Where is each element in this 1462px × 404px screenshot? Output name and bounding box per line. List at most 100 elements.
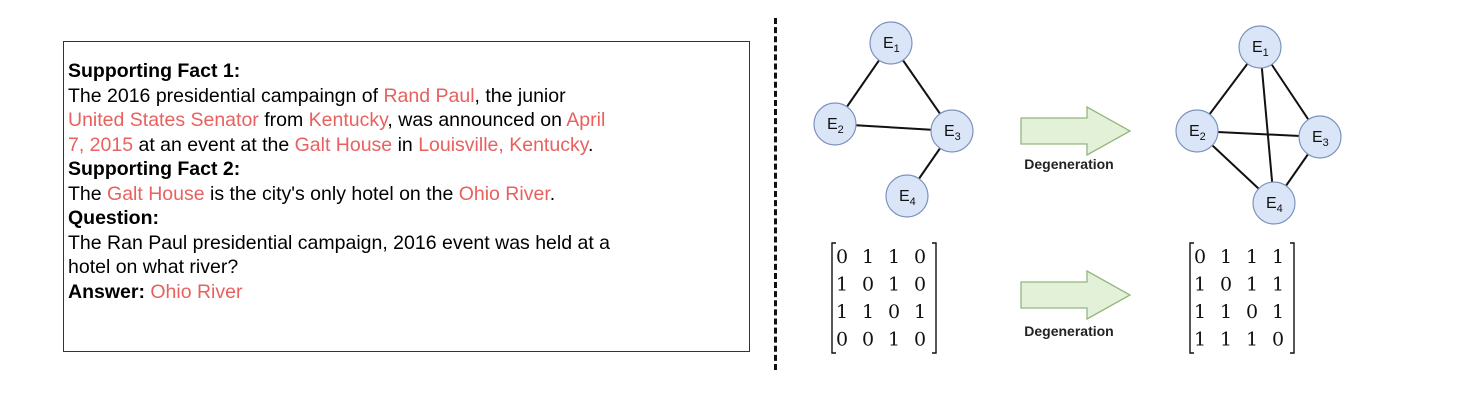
matrix-left-cell: 0 <box>862 329 874 351</box>
matrix-bracket-left <box>1189 242 1194 354</box>
matrix-left-cell: 0 <box>914 274 926 296</box>
highlighted-entity: United States Senator <box>68 109 259 131</box>
supporting-facts-text: Supporting Fact 1:The 2016 presidential … <box>68 59 748 304</box>
matrix-right-cell: 1 <box>1194 329 1206 351</box>
fact-line: Supporting Fact 2: <box>68 157 748 182</box>
graph-right-node-E3: E3 <box>1298 115 1342 159</box>
matrix-right-cell: 1 <box>1272 274 1284 296</box>
graph-left-node-E4: E4 <box>885 174 929 218</box>
matrix-right-cell: 0 <box>1220 274 1232 296</box>
supporting-facts-box: Supporting Fact 1:The 2016 presidential … <box>63 41 750 352</box>
highlighted-entity: Kentucky <box>308 109 388 131</box>
fact-line: United States Senator from Kentucky, was… <box>68 108 748 133</box>
matrix-left-cell: 0 <box>862 274 874 296</box>
matrix-right-cell: 1 <box>1220 329 1232 351</box>
degeneration-arrow-top: Degeneration <box>1020 105 1132 172</box>
matrix-left-cell: 1 <box>862 246 874 268</box>
matrix-bracket-right <box>1290 242 1295 354</box>
highlighted-entity: Ohio River <box>150 280 243 303</box>
fact-text-segment: hotel on what river? <box>68 256 239 278</box>
fact-line: The Ran Paul presidential campaign, 2016… <box>68 231 748 256</box>
matrix-right-cell: 0 <box>1194 246 1206 268</box>
matrix-left-cell: 0 <box>914 246 926 268</box>
arrow-right-icon <box>1020 269 1132 321</box>
fact-line: The 2016 presidential campaingn of Rand … <box>68 84 748 109</box>
highlighted-entity: Ohio River <box>458 182 550 205</box>
matrix-right-cell: 1 <box>1220 301 1232 323</box>
highlighted-entity: 7, 2015 <box>68 133 134 156</box>
degeneration-arrow-bottom: Degeneration <box>1020 269 1132 339</box>
fact-text-segment: from <box>258 109 309 131</box>
matrix-left-cell: 0 <box>836 246 848 268</box>
matrix-left-cell: 1 <box>836 301 848 323</box>
fact-text-segment: at an event at the <box>133 133 295 156</box>
fact-text-segment: , was announced on <box>387 109 567 131</box>
fact-line: Question: <box>68 206 748 231</box>
fact-line: 7, 2015 at an event at the Galt House in… <box>68 133 748 158</box>
fact-text-segment: is the city's only hotel on the <box>204 182 459 205</box>
graph-right-node-E2: E2 <box>1175 109 1219 153</box>
section-heading: Supporting Fact 2: <box>68 158 241 180</box>
node-label: E4 <box>1266 195 1283 215</box>
matrix-right-cell: 0 <box>1272 329 1284 351</box>
node-circle <box>1298 115 1342 159</box>
highlighted-entity: Louisville, Kentucky <box>418 133 588 156</box>
matrix-left-cell: 1 <box>888 274 900 296</box>
matrix-left-cell: 1 <box>888 329 900 351</box>
matrix-left-cell: 0 <box>888 301 900 323</box>
graph-right-edge-E1-E4 <box>1259 46 1275 204</box>
node-label: E1 <box>883 35 900 55</box>
degeneration-label-bottom: Degeneration <box>1024 323 1113 339</box>
fact-text-segment: The 2016 presidential campaingn of <box>68 84 384 107</box>
matrix-left-cell: 0 <box>836 329 848 351</box>
node-circle <box>885 174 929 218</box>
matrix-left-cell: 1 <box>888 246 900 268</box>
graph-left-node-E1: E1 <box>869 21 913 65</box>
dashed-separator <box>774 18 777 370</box>
fact-text-segment: in <box>392 133 419 156</box>
section-heading: Question: <box>68 207 159 229</box>
fact-text-segment: The <box>68 182 108 205</box>
fact-text-segment: The Ran Paul presidential campaign, 2016… <box>68 231 611 254</box>
matrix-right-cell: 1 <box>1220 246 1232 268</box>
graph-right-node-E1: E1 <box>1238 25 1282 69</box>
matrix-right-cell: 1 <box>1246 329 1258 351</box>
node-label: E2 <box>1189 123 1206 143</box>
node-circle <box>1252 181 1296 225</box>
fact-text-segment: , the junior <box>474 84 566 107</box>
matrix-left-cell: 0 <box>914 329 926 351</box>
degeneration-label-top: Degeneration <box>1024 156 1113 172</box>
fact-line: The Galt House is the city's only hotel … <box>68 182 748 207</box>
highlighted-entity: Galt House <box>294 133 393 156</box>
node-circle <box>1175 109 1219 153</box>
node-label: E3 <box>944 123 961 143</box>
highlighted-entity: Rand Paul <box>383 84 475 107</box>
node-circle <box>1238 25 1282 69</box>
arrow-right-icon <box>1020 105 1132 157</box>
node-label: E4 <box>899 188 916 208</box>
graph-left-node-E3: E3 <box>930 109 974 153</box>
matrix-bracket-left <box>831 242 836 354</box>
node-label: E2 <box>827 116 844 136</box>
matrix-right-cell: 1 <box>1194 301 1206 323</box>
node-circle <box>813 102 857 146</box>
highlighted-entity: Galt House <box>107 182 205 205</box>
node-label: E3 <box>1312 129 1329 149</box>
matrix-right-cell: 0 <box>1246 301 1258 323</box>
node-circle <box>930 109 974 153</box>
matrix-left-cell: 1 <box>862 301 874 323</box>
graph-right-node-E4: E4 <box>1252 181 1296 225</box>
section-heading: Answer: <box>68 280 151 303</box>
matrix-left-cell: 1 <box>836 274 848 296</box>
fact-line: Supporting Fact 1: <box>68 59 748 84</box>
fact-text-segment: . <box>588 133 594 156</box>
highlighted-entity: April <box>566 109 606 131</box>
matrix-right-cell: 1 <box>1246 246 1258 268</box>
graph-left-node-E2: E2 <box>813 102 857 146</box>
matrix-right-cell: 1 <box>1246 274 1258 296</box>
node-label: E1 <box>1252 39 1269 59</box>
